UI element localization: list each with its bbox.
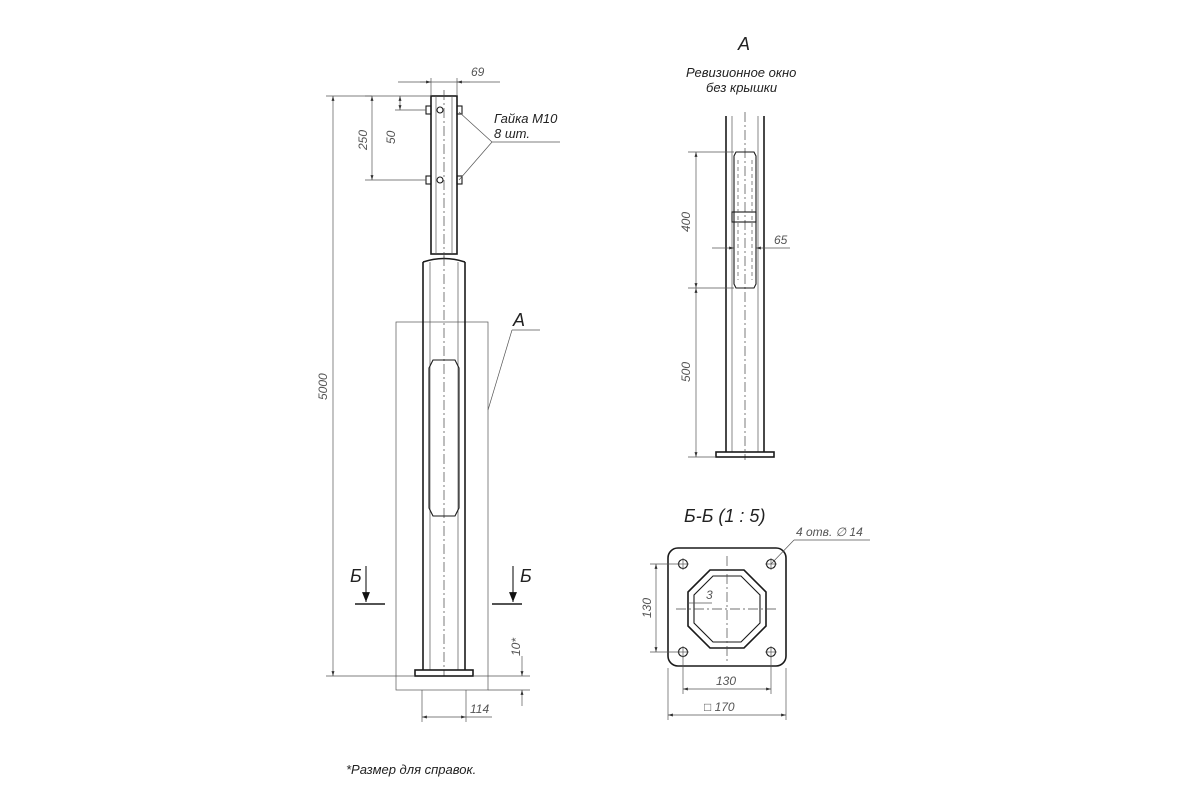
- dim-upper-heights: 250 50: [356, 95, 431, 181]
- nut-icon: [436, 176, 444, 184]
- dim-label-170: □ 170: [704, 700, 735, 714]
- detail-a-title: А: [737, 34, 750, 54]
- dim-label-130-vertical: 130: [640, 598, 654, 618]
- section-bb-title: Б-Б (1 : 5): [684, 506, 765, 526]
- callout-a: А: [487, 310, 540, 411]
- section-mark-right: Б: [492, 566, 532, 605]
- dim-label-69: 69: [471, 65, 485, 79]
- holes-note: 4 отв. ∅ 14: [796, 525, 863, 539]
- nut-note-line1: Гайка М10: [494, 111, 558, 126]
- section-mark-label-left: Б: [350, 566, 362, 586]
- detail-a-base: [715, 451, 775, 458]
- nut-callout: Гайка М10 8 шт.: [458, 111, 560, 181]
- dim-label-114: 114: [470, 702, 489, 716]
- detail-a-window: [733, 151, 757, 289]
- footnote: *Размер для справок.: [346, 762, 476, 777]
- dim-label-400: 400: [679, 212, 693, 232]
- inspection-window: [428, 359, 460, 517]
- dim-top-width: 69: [398, 65, 500, 96]
- dim-label-3: 3: [706, 588, 713, 602]
- callout-a-label: А: [512, 310, 525, 330]
- nut-icon: [436, 106, 444, 114]
- section-mark-left: Б: [350, 566, 385, 605]
- dim-label-10: 10*: [509, 638, 523, 656]
- dim-label-500: 500: [679, 362, 693, 382]
- dim-label-65: 65: [774, 233, 788, 247]
- base-plate: [414, 669, 474, 677]
- dim-bottom-gap: 10*: [473, 638, 530, 706]
- detail-a-bracket: [731, 211, 757, 223]
- dim-label-250: 250: [356, 130, 370, 151]
- detail-a-view: А Ревизионное окно без крышки 400 65 500: [679, 34, 796, 460]
- pole-main-segment: [414, 256, 474, 677]
- dim-label-5000: 5000: [316, 373, 330, 400]
- main-view: 69 250 50 5000 Гайка М10 8 шт.: [316, 65, 560, 722]
- nut-note-line2: 8 шт.: [494, 126, 530, 141]
- section-octagon-inner: [693, 575, 761, 643]
- dim-total-height: 5000: [316, 95, 415, 677]
- detail-a-subtitle-1: Ревизионное окно: [686, 65, 796, 80]
- section-plate: [667, 547, 787, 667]
- foundation-outline: [395, 321, 489, 691]
- section-mark-label-right: Б: [520, 566, 532, 586]
- dim-label-50: 50: [384, 130, 398, 144]
- dim-base-width: 114: [421, 690, 492, 722]
- pole-top-segment: [425, 90, 463, 258]
- section-bb-view: Б-Б (1 : 5) 4 отв. ∅ 14 3: [640, 506, 870, 720]
- detail-a-subtitle-2: без крышки: [706, 80, 777, 95]
- dim-label-130-horizontal: 130: [716, 674, 736, 688]
